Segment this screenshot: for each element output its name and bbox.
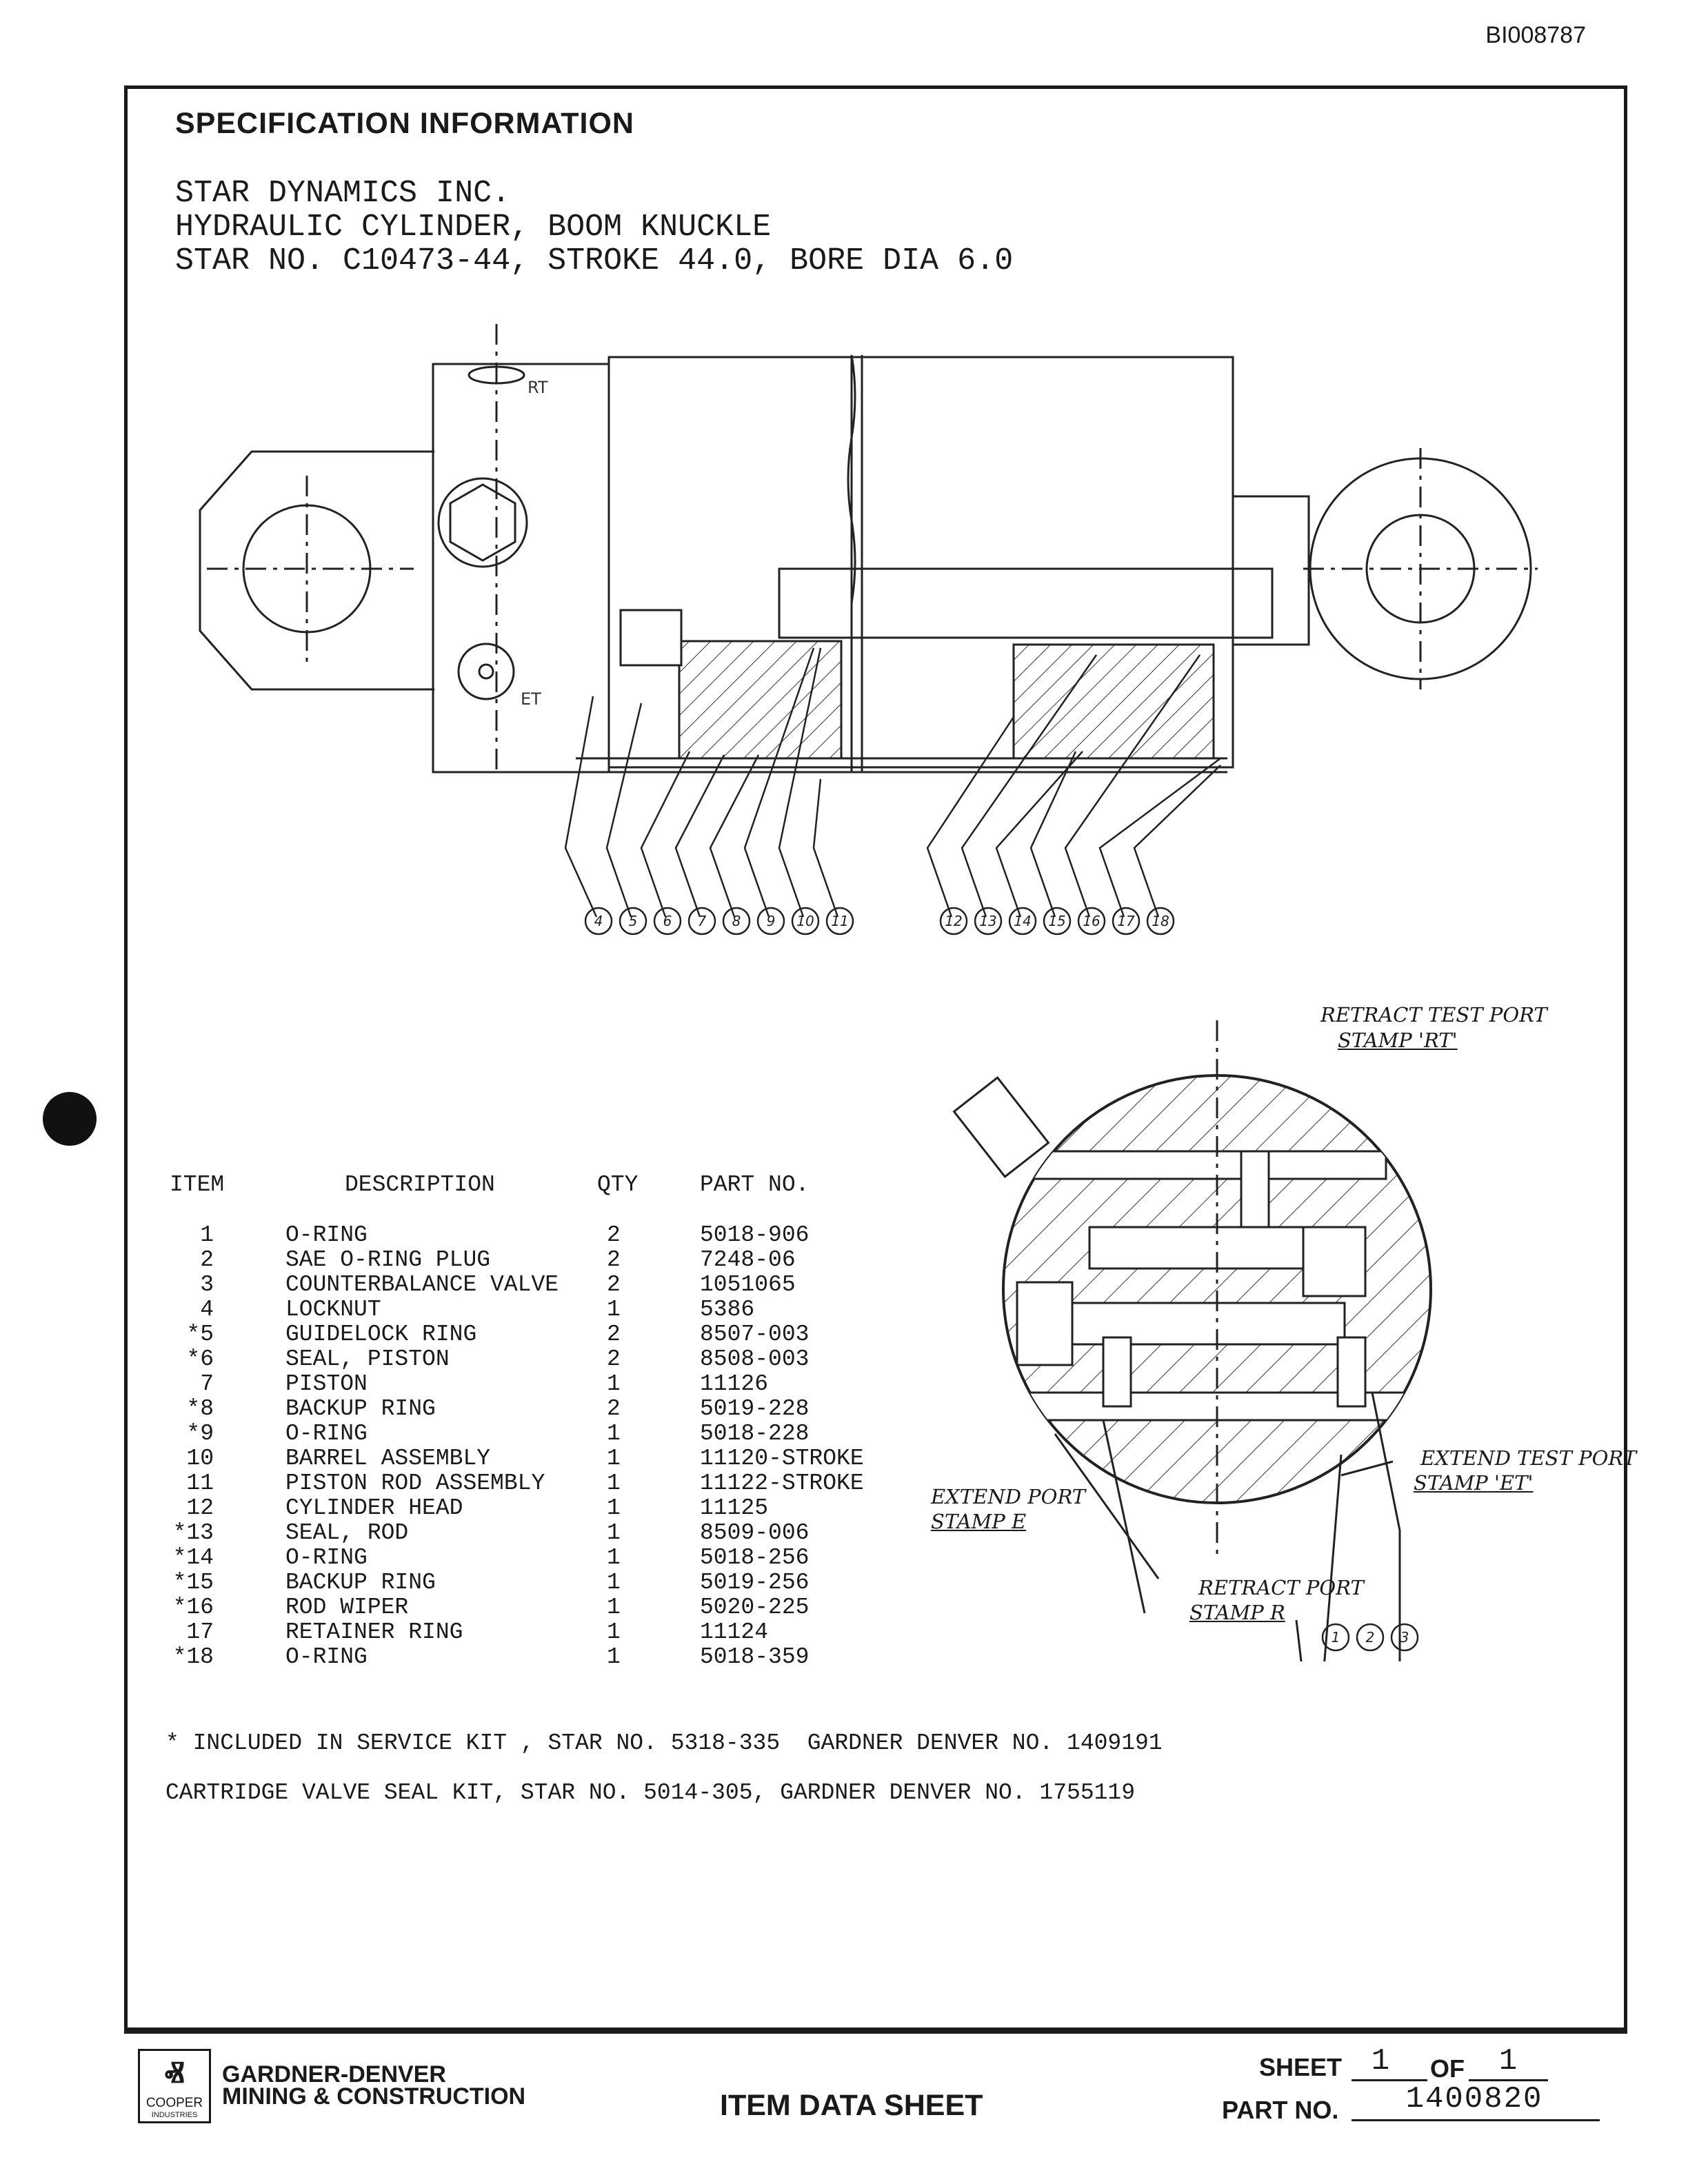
part-no-label: PART NO.: [1222, 2096, 1339, 2124]
sheet-title: ITEM DATA SHEET: [720, 2089, 983, 2122]
valve-seal-kit-note: CARTRIDGE VALVE SEAL KIT, STAR NO. 5014-…: [165, 1780, 1136, 1806]
callout-12: 12: [945, 913, 962, 929]
col-header-description: DESCRIPTION: [345, 1172, 495, 1197]
retract-test-port-stamp: STAMP 'RT': [1338, 1029, 1458, 1052]
col-header-part-no: PART NO.: [700, 1172, 810, 1197]
extend-test-port-label: EXTEND TEST PORT: [1420, 1446, 1637, 1470]
retract-port-label: RETRACT PORT: [1198, 1576, 1364, 1599]
page-frame: [124, 85, 1627, 2031]
punch-hole-mark: [43, 1092, 97, 1146]
extend-port-label: EXTEND PORT: [931, 1485, 1086, 1508]
spec-title: SPECIFICATION INFORMATION: [175, 107, 634, 140]
callout-17: 17: [1117, 913, 1135, 929]
callout-10: 10: [796, 913, 814, 929]
callout-16: 16: [1083, 913, 1100, 929]
sheet-underline: [1352, 2079, 1427, 2081]
col-header-item: ITEM: [170, 1172, 225, 1197]
callout-5: 5: [629, 913, 638, 929]
callout-13: 13: [979, 913, 996, 929]
label-rt-small: RT: [528, 378, 548, 397]
logo-mark-icon: ⱏ: [164, 2053, 185, 2098]
extend-port-stamp: STAMP E: [931, 1510, 1027, 1533]
retract-test-port-label: RETRACT TEST PORT: [1320, 1003, 1547, 1027]
col-header-qty: QTY: [597, 1172, 639, 1197]
part-no-value: 1400820: [1405, 2082, 1543, 2116]
retract-port-stamp: STAMP R: [1189, 1601, 1285, 1624]
callout-14: 14: [1014, 913, 1031, 929]
callout-1: 1: [1332, 1629, 1340, 1646]
callout-11: 11: [831, 913, 848, 929]
cylinder-head-section: [1012, 643, 1215, 760]
part-no-underline: [1352, 2119, 1600, 2121]
company-name-line1: GARDNER-DENVER: [222, 2061, 446, 2087]
callout-8: 8: [732, 913, 741, 929]
company-name-line2: MINING & CONSTRUCTION: [222, 2083, 526, 2110]
label-et-small: ET: [521, 689, 541, 709]
callout-6: 6: [663, 913, 672, 929]
callout-2: 2: [1366, 1629, 1375, 1646]
logo-industries-text: INDUSTRIES: [151, 2111, 198, 2119]
valve-detail-drawing: 1 2 3: [952, 1020, 1432, 1661]
callout-9: 9: [767, 913, 776, 929]
footer-divider: [124, 2030, 1627, 2034]
callout-3: 3: [1400, 1629, 1409, 1646]
model-line: STAR NO. C10473-44, STROKE 44.0, BORE DI…: [175, 243, 1014, 279]
callout-4: 4: [594, 913, 603, 929]
sheet-label: SHEET: [1259, 2053, 1343, 2081]
left-clevis-outline: [199, 450, 434, 691]
product-line: HYDRAULIC CYLINDER, BOOM KNUCKLE: [175, 210, 772, 245]
company-logo: [138, 2049, 211, 2123]
cylinder-drawing: RT ET 4 5 6 7 8 9 10 11 12 13: [199, 324, 1538, 936]
callout-7: 7: [698, 913, 707, 929]
manufacturer-line: STAR DYNAMICS INC.: [175, 176, 511, 211]
callout-15: 15: [1048, 913, 1065, 929]
callout-18: 18: [1152, 913, 1169, 929]
logo-cooper-text: COOPER: [145, 2096, 203, 2110]
document-id: BI008787: [1485, 22, 1586, 48]
of-value: 1: [1498, 2044, 1518, 2079]
extend-test-port-stamp: STAMP 'ET': [1414, 1471, 1534, 1495]
service-kit-note: * INCLUDED IN SERVICE KIT , STAR NO. 531…: [165, 1730, 1163, 1756]
piston-section: [678, 640, 843, 760]
sheet-value: 1: [1371, 2044, 1390, 2079]
of-underline: [1469, 2079, 1548, 2081]
of-label: OF: [1430, 2054, 1465, 2083]
